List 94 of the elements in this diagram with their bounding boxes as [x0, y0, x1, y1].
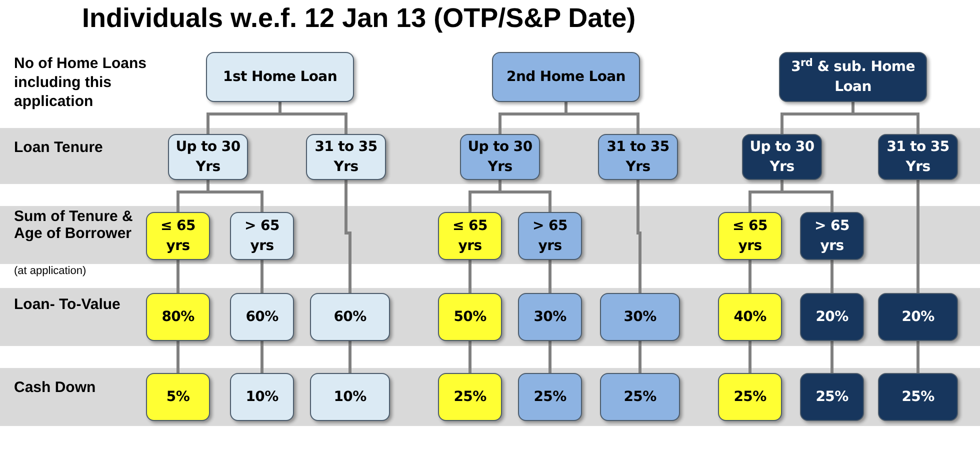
connector-line: [830, 341, 834, 373]
option-box: [438, 212, 502, 260]
box-text: 25%: [900, 388, 936, 407]
option-box: [800, 373, 864, 421]
box-text: 25%: [814, 388, 850, 407]
option-box: [146, 373, 210, 421]
box-text: 20%: [900, 308, 936, 327]
connector-line: [636, 180, 642, 293]
box-text: 25%: [622, 388, 658, 407]
box-text: 60%: [244, 308, 280, 327]
connector-line: [278, 102, 348, 134]
option-box: [230, 293, 294, 341]
option-box: [600, 293, 680, 341]
box-text: 10%: [332, 388, 368, 407]
option-box: [600, 373, 680, 421]
box-text: 5%: [165, 388, 191, 407]
box-text: 3$^{rd}$ & sub. Home Loan: [790, 57, 916, 97]
box-text: 31 to 35 Yrs: [606, 138, 670, 177]
box-text: 25%: [732, 388, 768, 407]
option-box: [230, 212, 294, 260]
option-box: [518, 212, 582, 260]
box-text: ≤ 65 yrs: [452, 217, 488, 256]
box-text: 2nd Home Loan: [506, 68, 626, 87]
title: Individuals w.e.f. 12 Jan 13 (OTP/S&P Date): [82, 2, 636, 34]
box-text: ≤ 65 yrs: [732, 217, 768, 256]
box-text: ≤ 65 yrs: [160, 217, 196, 256]
connector-line: [748, 260, 752, 293]
connector-line: [638, 341, 642, 373]
option-box: [492, 52, 640, 102]
row-label: Cash Down: [14, 378, 97, 397]
box-text: 80%: [160, 308, 196, 327]
option-box: [518, 373, 582, 421]
connector-line: [260, 341, 264, 373]
box-text: Up to 30 Yrs: [748, 138, 816, 177]
connector-line: [748, 341, 752, 373]
option-box: [518, 293, 582, 341]
option-box: [718, 293, 782, 341]
option-box: [878, 373, 958, 421]
connector-line: [548, 260, 552, 293]
box-text: 20%: [814, 308, 850, 327]
row-label: Loan Tenure: [14, 138, 104, 157]
box-text: Up to 30 Yrs: [466, 138, 534, 177]
row-label: (at application): [14, 264, 88, 278]
option-box: [718, 212, 782, 260]
connector-line: [830, 260, 834, 293]
connector-line: [176, 341, 180, 373]
option-box: [438, 293, 502, 341]
connector-line: [564, 102, 640, 134]
connector-line: [916, 180, 920, 293]
option-box: [306, 134, 386, 180]
box-text: Up to 30 Yrs: [174, 138, 242, 177]
option-box: [146, 293, 210, 341]
option-box: [438, 373, 502, 421]
box-text: 30%: [622, 308, 658, 327]
row-label: No of Home Loans including this application: [14, 54, 148, 111]
connector-line: [348, 341, 352, 373]
box-text: 25%: [452, 388, 488, 407]
option-box: [598, 134, 678, 180]
connector-line: [468, 341, 472, 373]
box-text: 50%: [452, 308, 488, 327]
row-label: Sum of Tenure & Age of Borrower: [14, 208, 134, 242]
box-text: > 65 yrs: [532, 217, 568, 256]
option-box: [800, 212, 864, 260]
option-box: [800, 293, 864, 341]
option-box: [310, 293, 390, 341]
connector-line: [852, 102, 920, 134]
option-box: [460, 134, 540, 180]
option-box: [878, 134, 958, 180]
box-text: 60%: [332, 308, 368, 327]
connector-line: [260, 260, 264, 293]
box-text: 30%: [532, 308, 568, 327]
connector-line: [468, 260, 472, 293]
box-text: 40%: [732, 308, 768, 327]
option-box: [779, 52, 927, 102]
connector-line: [176, 260, 180, 293]
option-box: [146, 212, 210, 260]
option-box: [310, 373, 390, 421]
box-text: 10%: [244, 388, 280, 407]
connector-line: [344, 180, 352, 293]
row-label: Loan- To-Value: [14, 295, 122, 314]
box-text: 1st Home Loan: [222, 68, 338, 87]
option-box: [718, 373, 782, 421]
connector-line: [548, 341, 552, 373]
option-box: [168, 134, 248, 180]
connector-line: [916, 341, 920, 373]
box-text: 25%: [532, 388, 568, 407]
box-text: 31 to 35 Yrs: [314, 138, 378, 177]
box-text: > 65 yrs: [244, 217, 280, 256]
option-box: [742, 134, 822, 180]
box-text: > 65 yrs: [814, 217, 850, 256]
option-box: [206, 52, 354, 102]
option-box: [878, 293, 958, 341]
option-box: [230, 373, 294, 421]
box-text: 31 to 35 Yrs: [886, 138, 950, 177]
